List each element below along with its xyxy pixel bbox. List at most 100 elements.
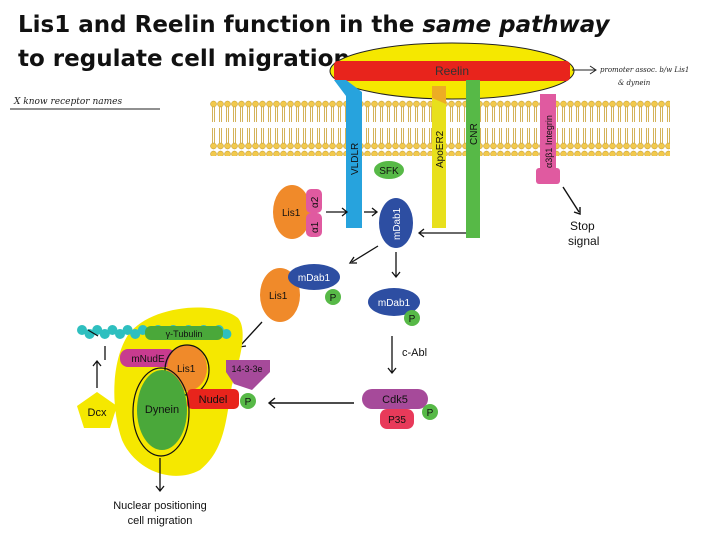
apoer2-shape bbox=[432, 86, 446, 228]
mdab1-complex-label: mDab1 bbox=[298, 273, 331, 284]
p35-label: P35 bbox=[388, 415, 406, 426]
integrin-tail bbox=[536, 168, 560, 184]
lis1-shape-top bbox=[273, 185, 311, 239]
annotation-arrowhead bbox=[589, 65, 597, 75]
right-note-line2: & dynein bbox=[618, 79, 651, 87]
alpha1-label: α1 bbox=[310, 221, 321, 233]
arrowhead bbox=[267, 397, 276, 409]
cdk5-shape bbox=[362, 389, 428, 409]
right-annotation: promoter assoc. b/w Lis1 & dynein bbox=[572, 65, 689, 87]
lis1-label-top: Lis1 bbox=[282, 208, 301, 219]
title-text: Lis1 and Reelin function in the bbox=[18, 12, 423, 38]
nuclear-label-2: cell migration bbox=[128, 515, 193, 527]
sfk-label: SFK bbox=[379, 166, 399, 177]
phospho-mdab1: mDab1 P bbox=[368, 288, 420, 326]
vldlr-label: VLDLR bbox=[350, 143, 361, 175]
arrowhead bbox=[387, 367, 397, 375]
mdab1-p-shape bbox=[368, 288, 420, 316]
cnr-receptor: CNR bbox=[466, 80, 480, 238]
mdab1-p-label: mDab1 bbox=[378, 298, 411, 309]
dcx-shape bbox=[77, 392, 117, 428]
reelin-protein bbox=[334, 61, 570, 81]
cabl-label: c-Abl bbox=[402, 347, 427, 359]
arrowhead bbox=[371, 207, 379, 217]
arrowhead bbox=[341, 207, 349, 217]
mdab1-central: mDab1 bbox=[379, 198, 413, 248]
nuclear-label-1: Nuclear positioning bbox=[113, 500, 207, 512]
stop-label-1: Stop bbox=[570, 219, 595, 233]
dynein-label: Dynein bbox=[145, 404, 179, 416]
vldlr-receptor: VLDLR bbox=[334, 80, 362, 228]
phospho-1 bbox=[325, 289, 341, 305]
integrin-stalk bbox=[540, 94, 556, 172]
integrin-receptor: α3β1 Integrin Stop signal bbox=[536, 94, 599, 248]
p35-shape bbox=[380, 409, 414, 429]
nudel-shape bbox=[187, 389, 239, 409]
left-annotation: X know receptor names bbox=[10, 97, 160, 110]
apoer2-label: ApoER2 bbox=[435, 130, 446, 168]
lis1-mdab1-complex: Lis1 mDab1 P bbox=[260, 264, 341, 322]
dynein-circle-annotation bbox=[132, 367, 190, 457]
reelin-label: Reelin bbox=[435, 64, 469, 78]
protein-1433-label: 14-3-3e bbox=[231, 364, 262, 374]
tubulin-bead bbox=[115, 329, 125, 339]
vldlr-shape bbox=[334, 80, 362, 228]
apoer2-receptor: ApoER2 bbox=[432, 86, 446, 228]
mdab1-left-arrow bbox=[351, 245, 379, 263]
sfk-shape bbox=[374, 161, 404, 179]
left-note-text: X know receptor names bbox=[13, 97, 122, 107]
lis1-to-complex-arrow bbox=[239, 321, 263, 347]
tubulin-bead bbox=[122, 325, 133, 335]
arrowhead bbox=[92, 359, 102, 367]
arrowhead bbox=[391, 271, 401, 279]
tubulin-bead bbox=[221, 329, 232, 339]
tubulin-bead bbox=[130, 329, 141, 339]
cnr-label: CNR bbox=[469, 123, 480, 145]
arrowhead bbox=[348, 256, 357, 264]
mdab1-complex-shape bbox=[288, 264, 340, 290]
dynein-shape bbox=[137, 370, 187, 450]
phospho-2-label: P bbox=[409, 314, 416, 325]
protein-1433-shape bbox=[226, 360, 270, 390]
gamma-tubulin-label: γ-Tubulin bbox=[166, 329, 203, 339]
gamma-tubulin-shape bbox=[145, 326, 223, 340]
stop-arrow bbox=[562, 186, 580, 213]
cdk5-label: Cdk5 bbox=[382, 394, 408, 406]
phospho-1-label: P bbox=[330, 293, 337, 304]
tubulin-bead bbox=[77, 325, 87, 335]
mdab1-shape bbox=[379, 198, 413, 248]
arrowhead bbox=[417, 228, 425, 238]
right-note-line1: promoter assoc. b/w Lis1 bbox=[600, 66, 689, 74]
mdab1-label: mDab1 bbox=[392, 207, 403, 240]
title-emphasis: same pathway bbox=[422, 12, 610, 38]
cdk5-p35-complex: Cdk5 P35 P bbox=[362, 389, 438, 429]
microtubule-end-arrow bbox=[87, 329, 99, 337]
mnude-shape bbox=[120, 349, 176, 367]
lis1-label-mid: Lis1 bbox=[269, 291, 288, 302]
dcx-label: Dcx bbox=[88, 407, 107, 419]
lis1-alpha-complex: Lis1 α2 α1 bbox=[273, 185, 322, 239]
stop-label-2: signal bbox=[568, 234, 599, 248]
apoer2-cap bbox=[432, 86, 446, 104]
alpha1-subunit bbox=[306, 213, 322, 237]
title-text-end: to regulate cell migration bbox=[18, 46, 350, 72]
arrowhead bbox=[155, 485, 165, 493]
nudel-label: Nudel bbox=[199, 394, 228, 406]
tubulin-bead bbox=[84, 329, 95, 339]
phospho-4 bbox=[240, 393, 256, 409]
integrin-label: α3β1 Integrin bbox=[544, 115, 554, 168]
tubulin-bead bbox=[92, 325, 103, 335]
sfk-protein: SFK bbox=[374, 161, 404, 179]
alpha2-subunit bbox=[306, 189, 322, 213]
page-title: Lis1 and Reelin function in the same pat… bbox=[18, 8, 618, 76]
mnude-label: mNudE bbox=[131, 354, 165, 365]
reelin-group: Reelin bbox=[329, 42, 575, 100]
stop-arrowhead bbox=[573, 207, 581, 215]
cnr-shape bbox=[466, 80, 480, 238]
phospho-3 bbox=[422, 404, 438, 420]
lis1-label-complex: Lis1 bbox=[177, 364, 196, 375]
phospho-2 bbox=[404, 310, 420, 326]
tubulin-bead bbox=[99, 329, 110, 339]
phospho-4-label: P bbox=[245, 397, 252, 408]
